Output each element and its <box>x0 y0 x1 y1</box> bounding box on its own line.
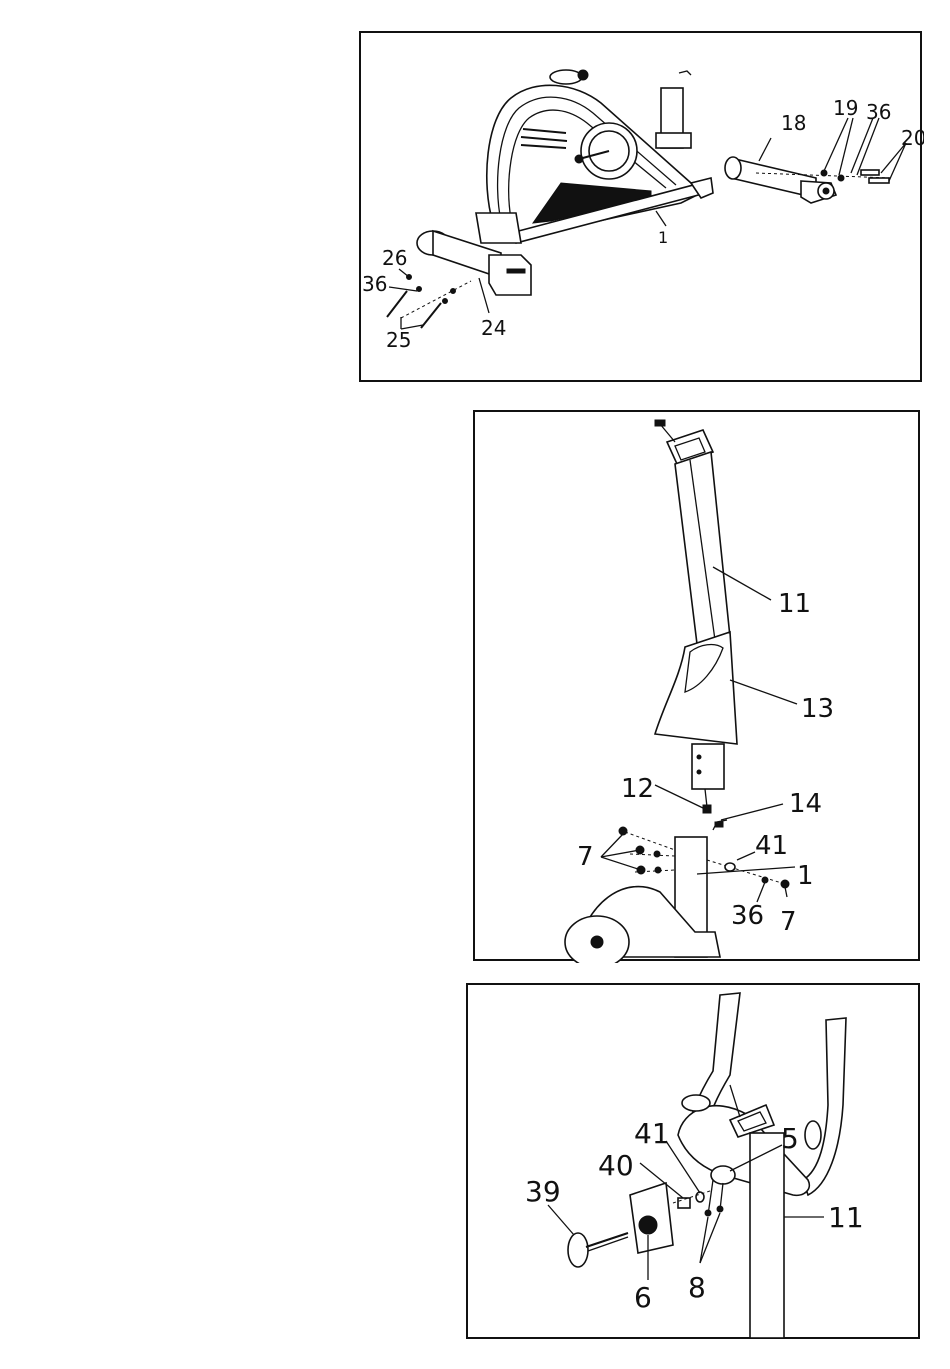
label-part-1: 1 <box>658 228 668 247</box>
label-part-13: 13 <box>801 694 834 724</box>
label-part-26: 26 <box>382 246 407 270</box>
label-part-41: 41 <box>755 831 788 861</box>
adjustment-knob <box>568 1233 588 1267</box>
label-part-25: 25 <box>386 328 411 352</box>
assembly-panel-base: 1 18 19 36 20 26 36 25 24 <box>359 31 922 382</box>
label-part-14: 14 <box>789 789 822 819</box>
label-part-41: 41 <box>634 1117 670 1150</box>
handlebar-post-drawing: 11 13 12 14 7 41 1 36 7 <box>475 412 922 963</box>
label-part-5: 5 <box>781 1122 799 1155</box>
label-part-11: 11 <box>778 589 811 619</box>
label-part-19: 19 <box>833 96 858 120</box>
label-part-40: 40 <box>598 1149 634 1182</box>
base-assembly-drawing: 1 18 19 36 20 26 36 25 24 <box>361 33 924 384</box>
label-part-11: 11 <box>828 1201 864 1234</box>
label-part-7-right: 7 <box>780 907 797 937</box>
label-part-36-rear: 36 <box>866 100 891 124</box>
label-part-6: 6 <box>634 1281 652 1314</box>
handlebar-right-arm <box>803 1018 846 1195</box>
label-part-7-left: 7 <box>577 842 594 872</box>
label-part-12: 12 <box>621 774 654 804</box>
label-part-39: 39 <box>525 1175 561 1208</box>
label-part-36-front: 36 <box>362 272 387 296</box>
label-part-20: 20 <box>901 126 924 150</box>
label-part-24: 24 <box>481 316 506 340</box>
assembly-panel-handlebar-post: 11 13 12 14 7 41 1 36 7 <box>473 410 920 961</box>
lower-post-tube <box>692 744 724 789</box>
assembly-panel-handlebar: 39 40 41 5 11 6 8 <box>466 983 920 1339</box>
front-stabilizer-cap <box>489 255 531 295</box>
upright-post-tube <box>750 1133 784 1338</box>
label-part-36: 36 <box>731 901 764 931</box>
label-part-18: 18 <box>781 111 806 135</box>
handlebar-drawing: 39 40 41 5 11 6 8 <box>468 985 922 1341</box>
label-part-1: 1 <box>797 861 814 891</box>
label-part-8: 8 <box>688 1271 706 1304</box>
